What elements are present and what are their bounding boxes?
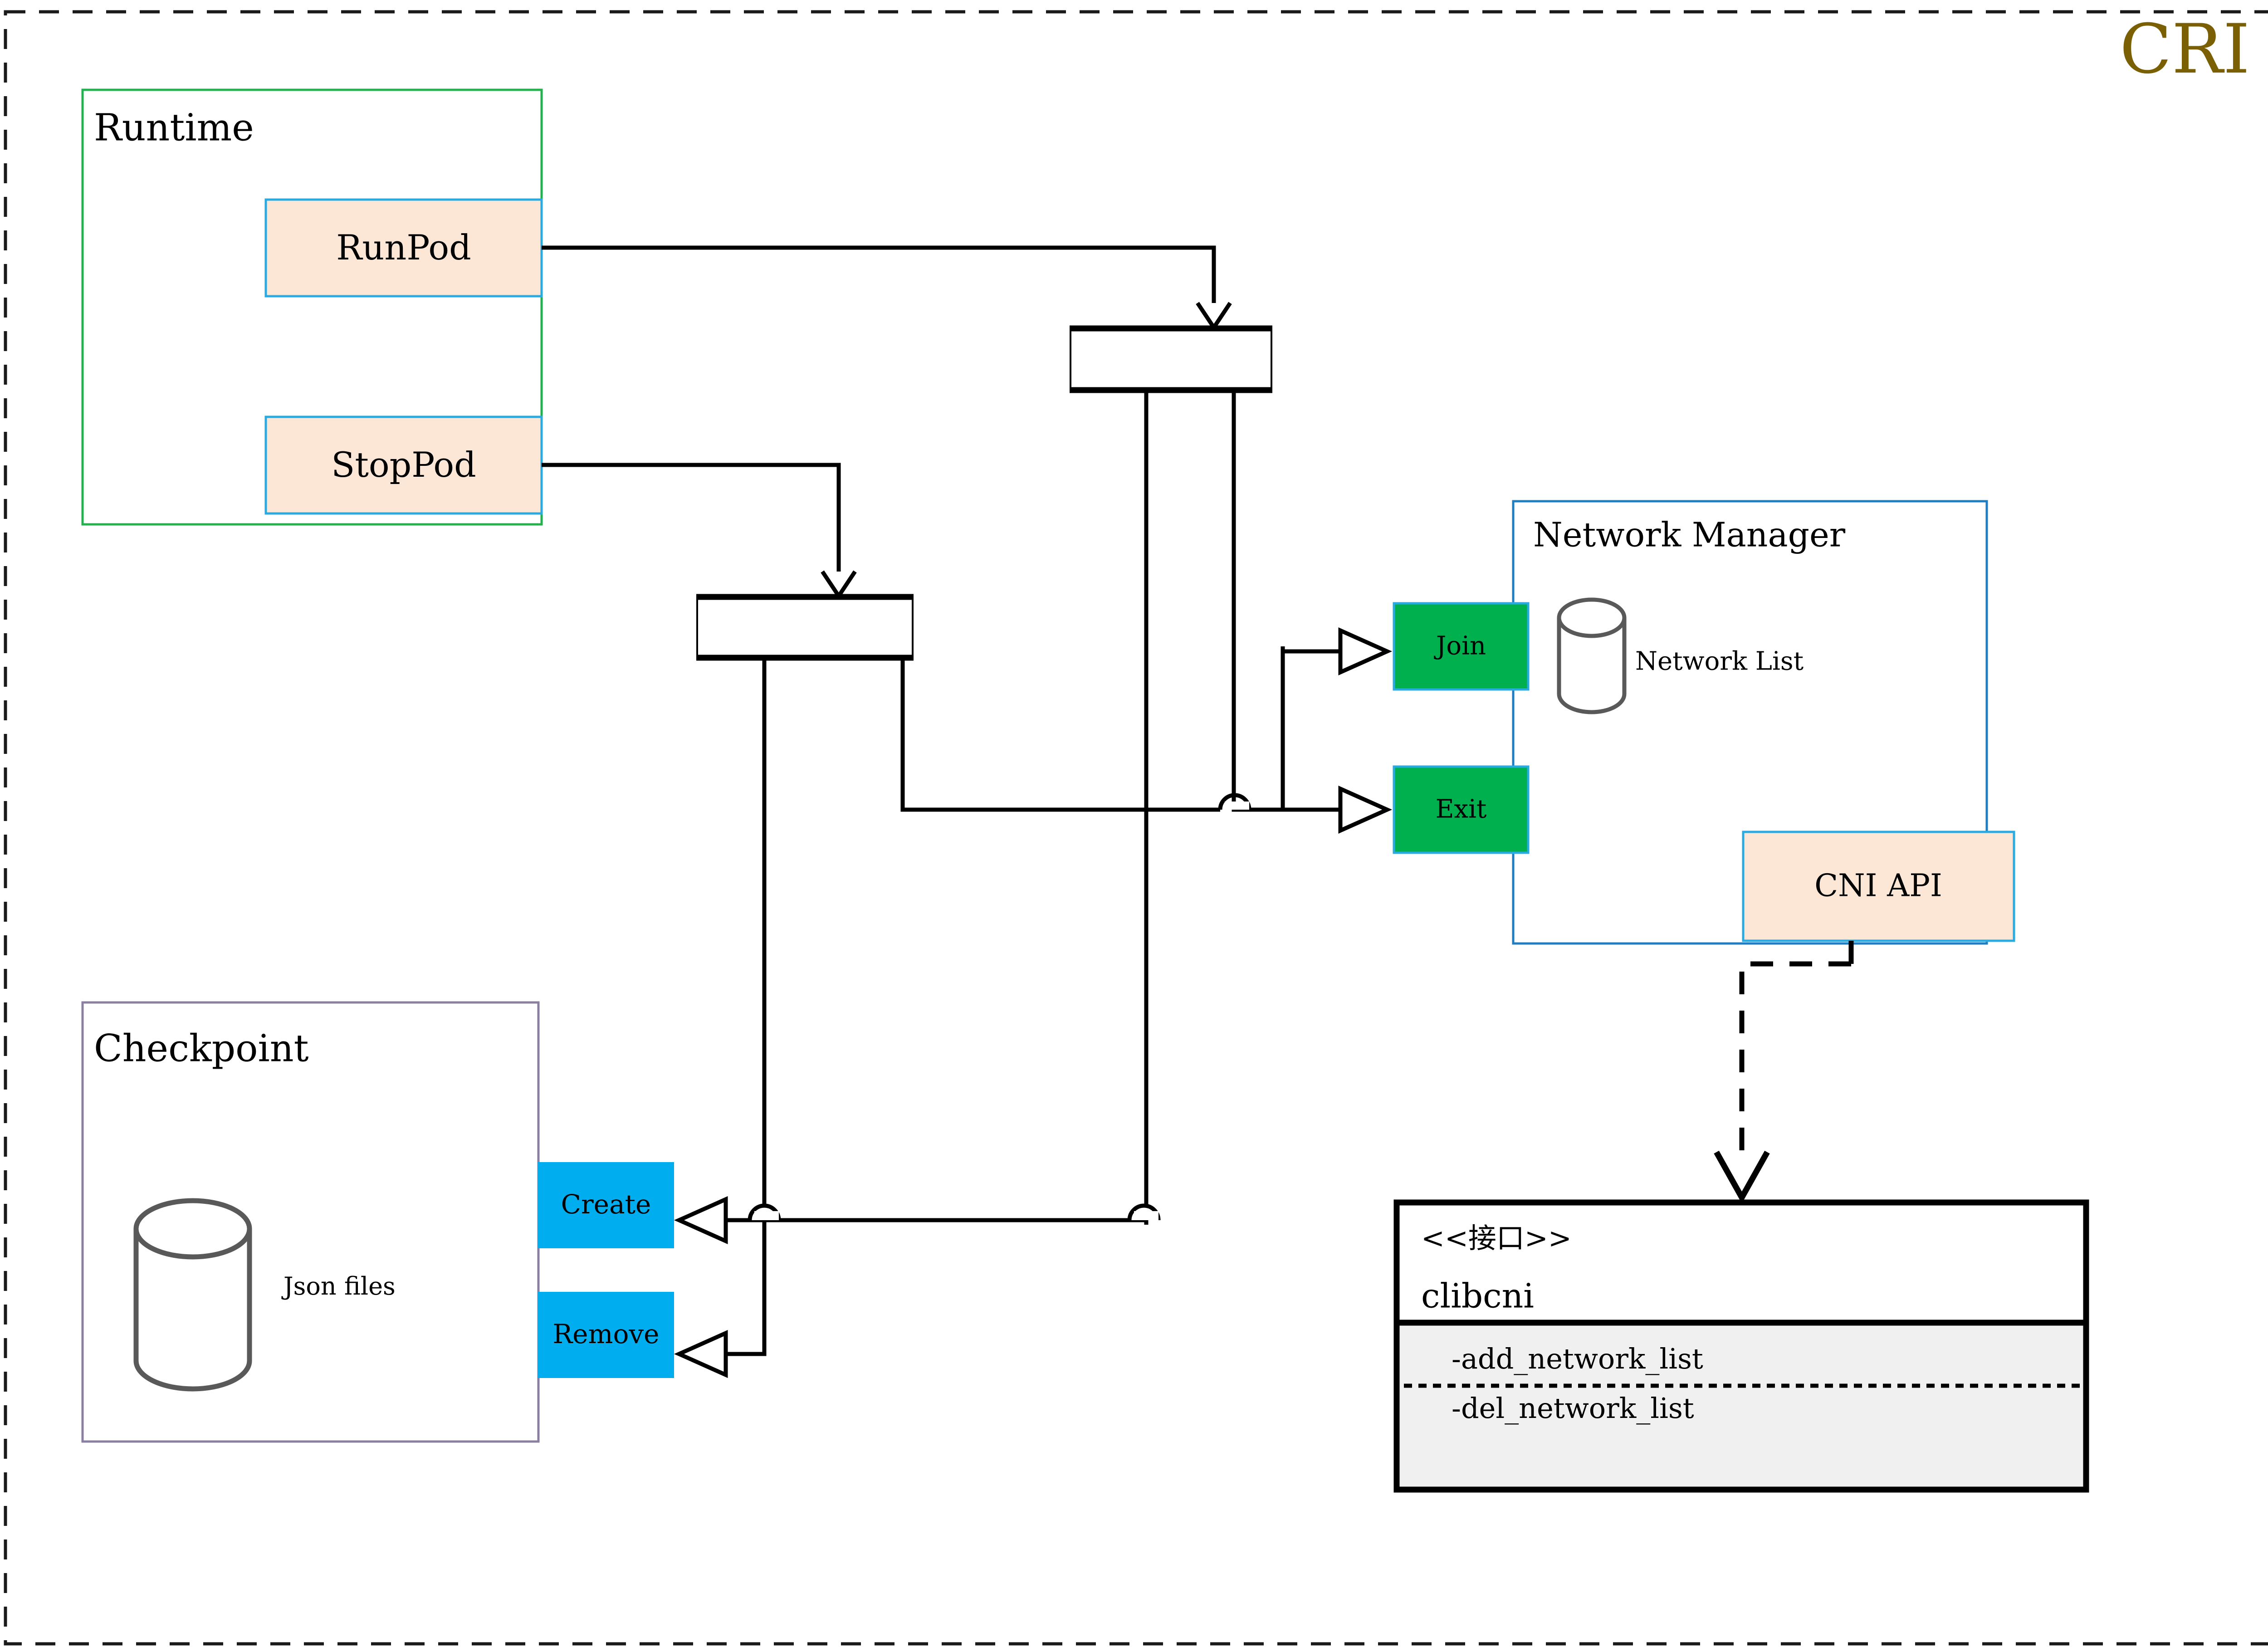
clibcni-methods-panel <box>1397 1323 2086 1490</box>
connector-runpod-to-fork <box>542 245 1232 332</box>
hop-mask-create <box>1134 1211 1158 1220</box>
json-files-cylinder-icon <box>133 1198 252 1392</box>
runpod-box[interactable] <box>264 198 543 298</box>
stoppod-fork-node <box>696 594 914 661</box>
cni-api-box[interactable] <box>1742 831 2015 942</box>
remove-box[interactable] <box>538 1292 674 1378</box>
hop-mask-join <box>1225 802 1249 810</box>
connector-fork-upper-to-create <box>674 391 1149 1244</box>
runpod-label: RunPod <box>336 227 471 268</box>
page-title: CRI <box>2120 10 2250 89</box>
cni-api-label: CNI API <box>1814 868 1942 904</box>
join-label: Join <box>1434 631 1486 661</box>
stoppod-box[interactable] <box>264 415 543 515</box>
network-manager-group-label: Network Manager <box>1533 515 1846 554</box>
connector-cni-api-to-clibcni <box>1714 941 1854 1204</box>
clibcni-method-del: -del_network_list <box>1452 1392 1694 1425</box>
stoppod-label: StopPod <box>331 445 476 485</box>
remove-label: Remove <box>552 1319 659 1349</box>
runpod-fork-node <box>1070 325 1272 393</box>
network-list-cylinder-icon <box>1557 597 1627 714</box>
clibcni-name: clibcni <box>1421 1276 1534 1315</box>
connector-fork-lower-to-remove <box>674 659 767 1378</box>
hop-mask-remove <box>754 1211 779 1220</box>
connector-fork-upper-to-exit <box>1232 391 1393 834</box>
create-label: Create <box>561 1189 651 1220</box>
clibcni-method-add: -add_network_list <box>1452 1342 1703 1375</box>
network-list-label: Network List <box>1635 647 1804 676</box>
line-hop-markers <box>748 793 1283 1221</box>
clibcni-stereotype: <<接口>> <box>1421 1222 1572 1255</box>
connector-stoppod-to-fork <box>542 463 857 600</box>
create-box[interactable] <box>538 1162 674 1248</box>
join-box[interactable] <box>1393 602 1530 691</box>
exit-box[interactable] <box>1393 765 1530 854</box>
exit-label: Exit <box>1436 795 1487 824</box>
outer-dashed-frame <box>4 10 2268 1646</box>
json-files-label: Json files <box>281 1272 396 1300</box>
checkpoint-group-label: Checkpoint <box>94 1027 309 1070</box>
connector-fork-lower-to-join <box>900 627 1393 812</box>
runtime-group-label: Runtime <box>94 107 254 150</box>
